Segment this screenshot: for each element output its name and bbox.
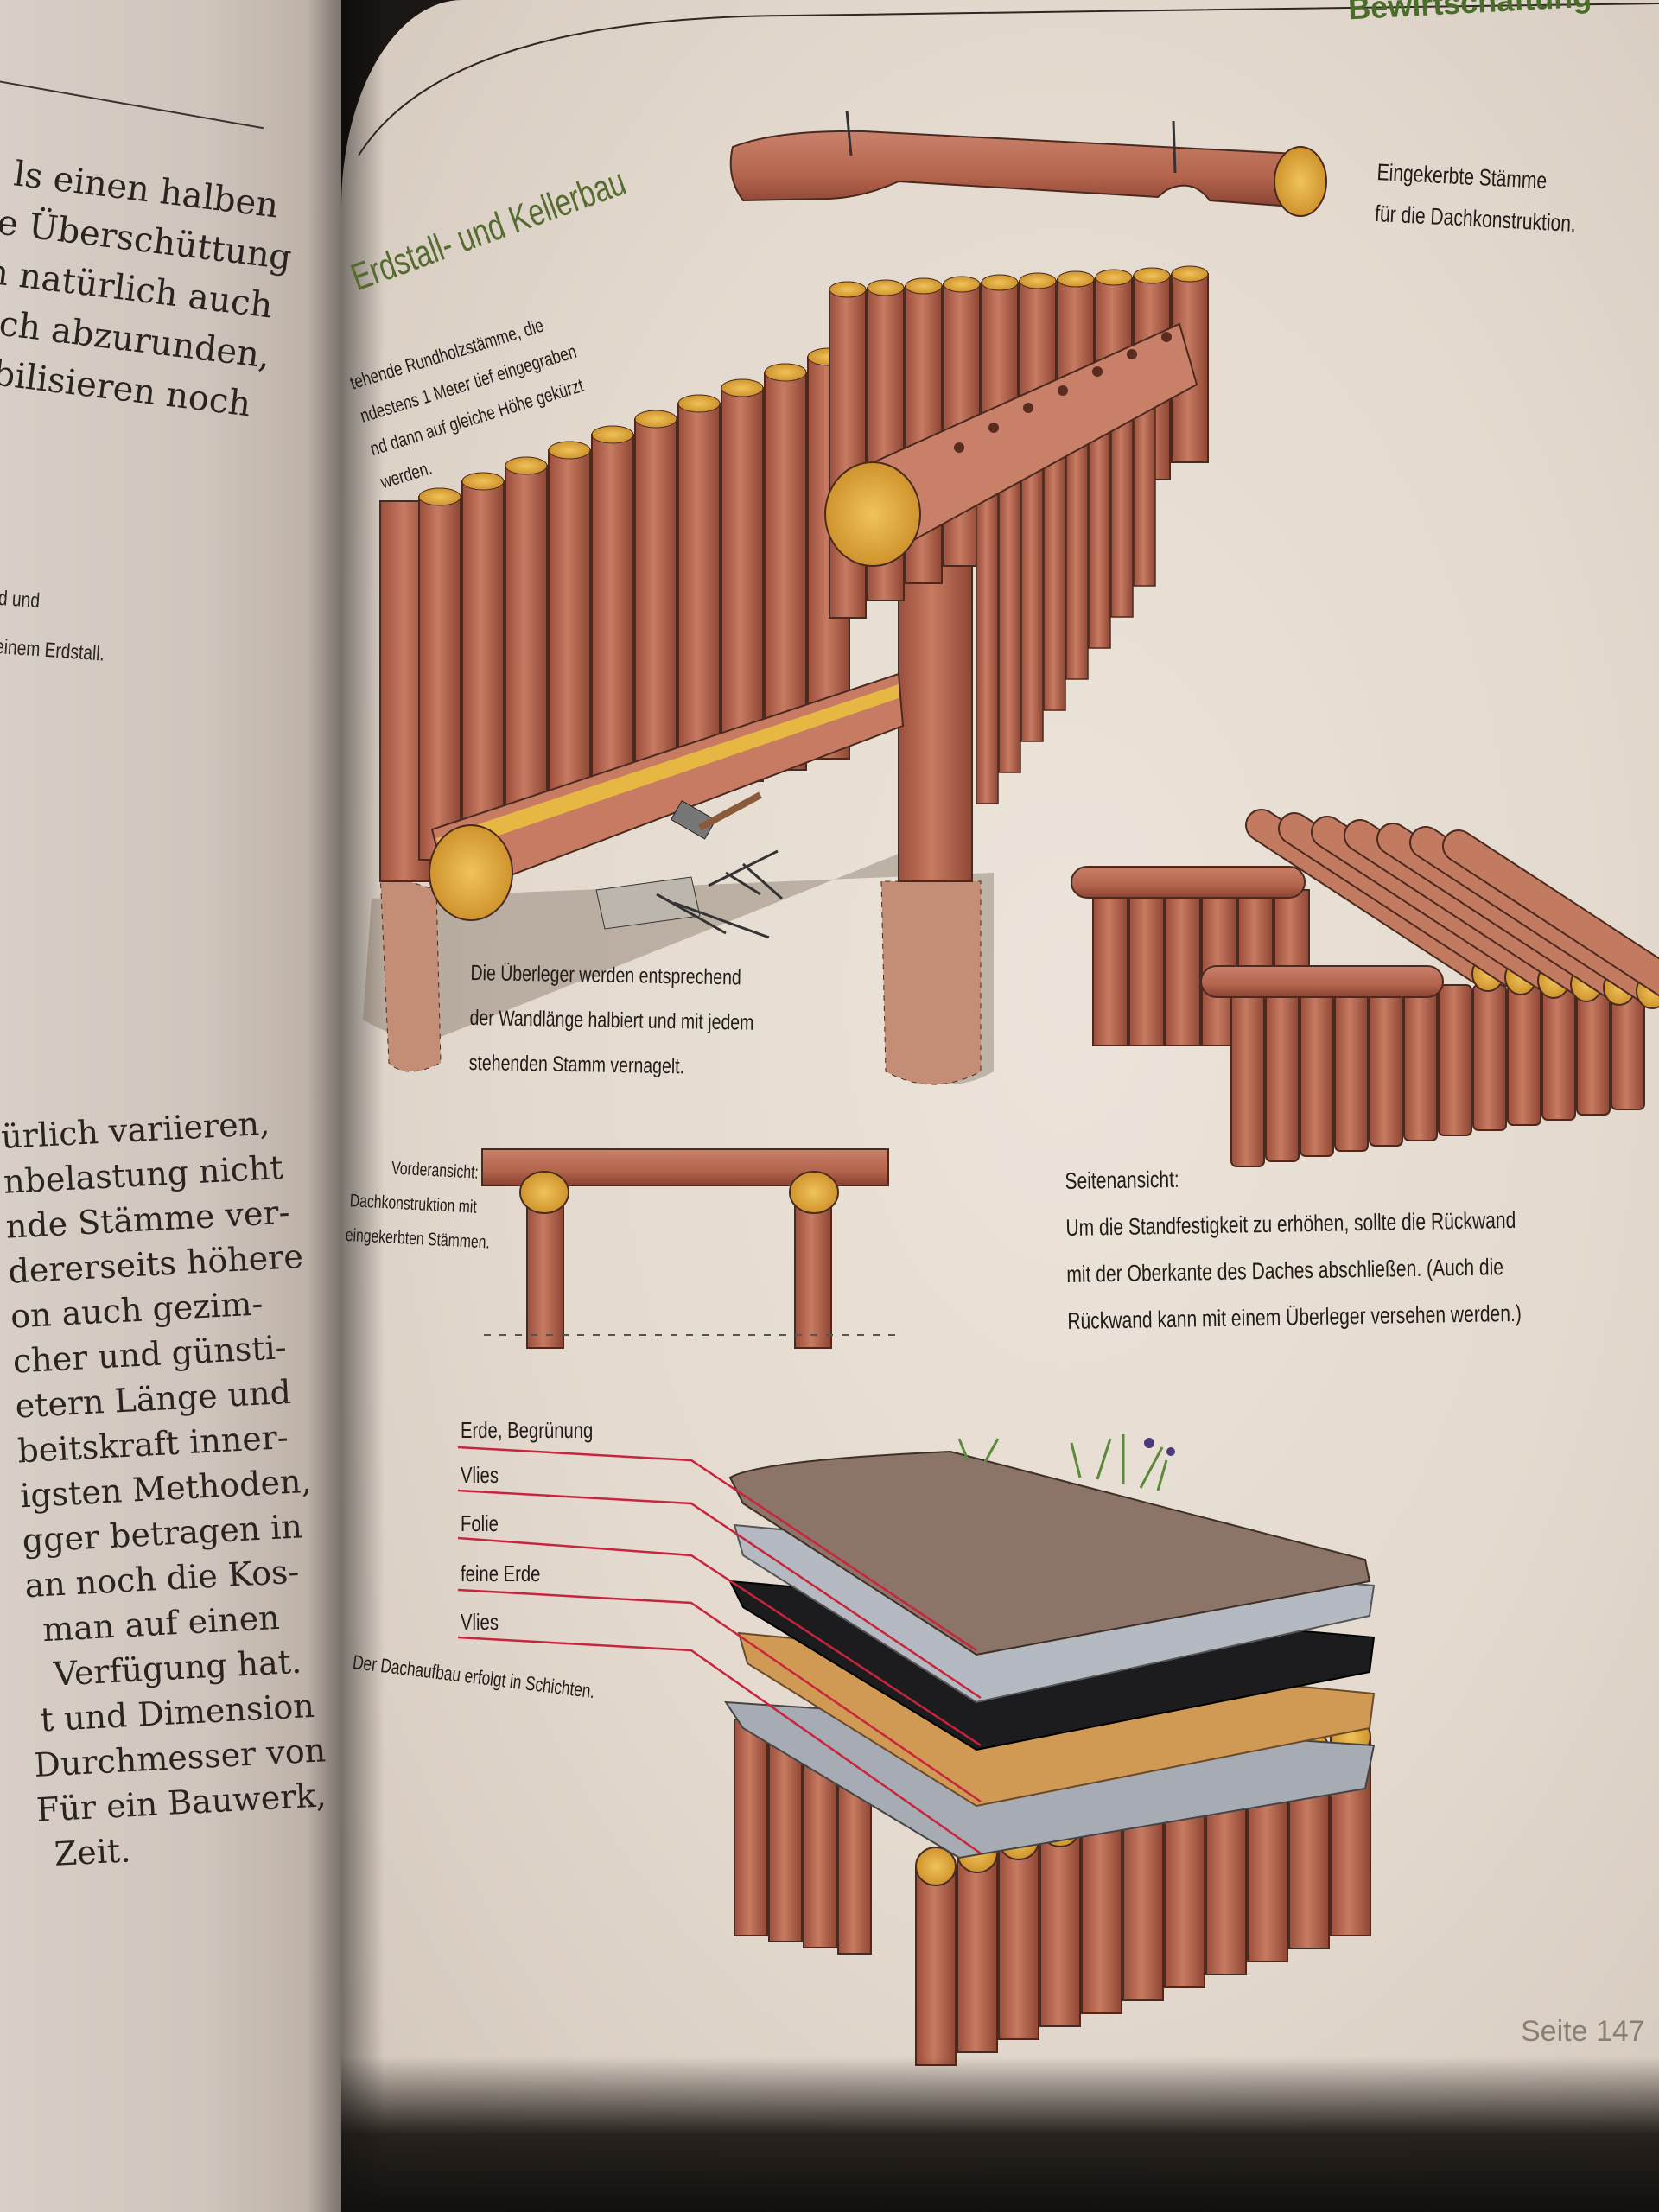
side-post (1472, 984, 1507, 1131)
layer-leader-lines (457, 1446, 982, 1855)
caption-notched-logs: Eingekerbte Stämme für die Dachkonstrukt… (1374, 151, 1580, 245)
caption-line: Um die Standfestigkeit zu erhöhen, sollt… (1065, 1206, 1516, 1241)
caption-line: Die Überleger werden entsprechend (470, 960, 742, 990)
post-end (1095, 269, 1133, 286)
layer-label-fleece-lower: Vlies (461, 1609, 499, 1635)
palisade-post (976, 483, 999, 804)
palisade-post (461, 480, 505, 849)
palisade-post (998, 464, 1021, 773)
side-post (1576, 984, 1611, 1116)
notched-log-illustration (729, 110, 1327, 217)
caption-line: Rückwand kann mit einem Überleger verseh… (1067, 1300, 1522, 1334)
caption-line: eingekerbten Stämmen. (345, 1224, 491, 1253)
side-post (1507, 984, 1541, 1126)
caption-line: mit der Oberkante des Daches abschließen… (1066, 1254, 1504, 1287)
post-end (905, 277, 943, 295)
post-end (677, 394, 721, 413)
page-top-rule (358, 3, 1659, 156)
post-end (981, 274, 1019, 291)
post-end (634, 410, 677, 429)
side-post (1438, 984, 1472, 1136)
post-end (1019, 272, 1057, 289)
post-end (461, 472, 505, 491)
post-end (418, 487, 461, 506)
palisade-post (721, 387, 764, 782)
palisade-post (634, 418, 677, 804)
palisade-post (829, 289, 867, 619)
side-view-illustration (1071, 809, 1659, 1167)
layer-post (1081, 1814, 1122, 2014)
roof-log (1442, 830, 1659, 997)
layered-roof-illustration (457, 1434, 1376, 2066)
layer-post (1122, 1801, 1164, 2001)
post-end (591, 425, 634, 444)
side-post (1403, 984, 1438, 1141)
layer-post-end (915, 1847, 957, 1886)
palisade-post (1020, 445, 1044, 742)
palisade-post (418, 496, 461, 861)
palisade-post (548, 449, 591, 827)
post-end (867, 279, 905, 296)
roof-log-body (1444, 831, 1659, 995)
post-end (548, 441, 591, 460)
caption-front-view: Vorderansicht: Dachkonstruktion mit eing… (345, 1149, 491, 1260)
layer-post (1164, 1788, 1205, 1988)
layer-label-foil: Folie (461, 1510, 499, 1536)
left-page-curl-shadow (307, 0, 341, 2212)
post-end (721, 378, 764, 397)
post-end (764, 363, 807, 382)
page-number: Seite 147 (1521, 2015, 1645, 2048)
layer-post (957, 1853, 998, 2053)
side-post (1300, 984, 1334, 1157)
palisade-post (1043, 426, 1066, 711)
side-post (1128, 889, 1165, 1046)
side-post (1265, 984, 1300, 1162)
wall-beams (429, 322, 1198, 921)
nails-and-hammer (595, 791, 783, 939)
gutter-shadow (341, 0, 385, 2212)
post-end (829, 281, 867, 298)
post-end (1171, 265, 1209, 283)
layer-post (734, 1719, 768, 1936)
post-end (943, 276, 981, 293)
caption-line: stehenden Stamm vernagelt. (468, 1050, 685, 1079)
palisade-post (591, 434, 634, 816)
layer-label-fine-soil: feine Erde (461, 1560, 541, 1586)
side-post (1334, 984, 1369, 1152)
caption-line: der Wandlänge halbiert und mit jedem (469, 1005, 754, 1035)
layer-label-fleece: Vlies (461, 1462, 499, 1488)
post-end (1133, 267, 1171, 284)
caption-crossbeam: Die Überleger werden entsprechend der Wa… (468, 950, 754, 1090)
palisade-post (677, 403, 721, 793)
post-end (1057, 270, 1095, 288)
layer-post (768, 1729, 803, 1942)
side-post (1165, 889, 1201, 1046)
layer-label-soil-planting: Erde, Begrünung (461, 1417, 594, 1443)
layer-post (998, 1840, 1039, 2040)
layer-post (1039, 1827, 1081, 2027)
side-post (1541, 984, 1576, 1121)
post-end (505, 456, 548, 475)
side-post (1369, 984, 1403, 1147)
front-view-illustration (481, 1148, 899, 1349)
left-page: ls einen halben e Überschüttung n natürl… (0, 0, 341, 2212)
caption-line: Seitenansicht: (1065, 1166, 1180, 1194)
layer-post (915, 1866, 957, 2066)
caption-side-view: Seitenansicht: Um die Standfestigkeit zu… (1065, 1150, 1522, 1344)
side-post (1092, 889, 1128, 1046)
desk-shadow (341, 2056, 1659, 2212)
palisade-post (505, 465, 548, 838)
side-post (1230, 984, 1265, 1167)
